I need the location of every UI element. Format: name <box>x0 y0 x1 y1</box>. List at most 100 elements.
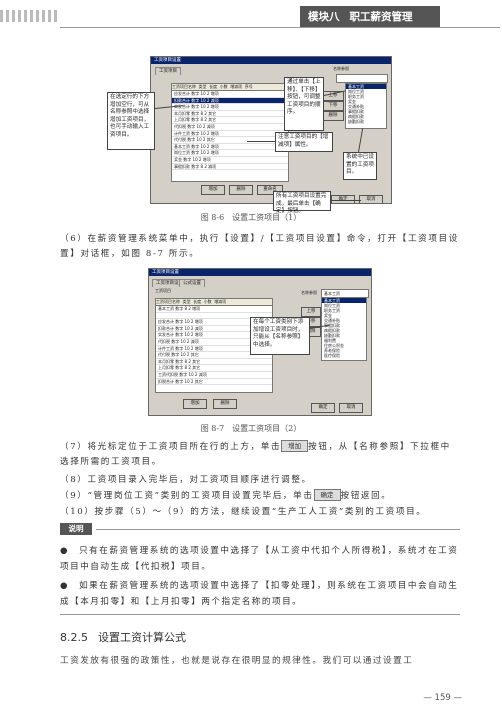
list-item[interactable]: 养老保险 <box>324 348 340 353</box>
tab-salary-items[interactable]: 工资项目 <box>155 67 181 75</box>
group-label: 工资项目 <box>155 288 171 293</box>
callout-arrow <box>247 141 275 142</box>
figure-8-7-screenshot: 工资项目设置 工资项目设置 公式设置 工资项目 工资项目名称 类型 长度 小数 … <box>148 268 372 416</box>
callout-click-ok: 所有工资项目设置完成，最后单击【确定】按钮。 <box>273 191 331 214</box>
table-row[interactable]: 应发合计 数字 10 2 增项 <box>156 319 272 326</box>
move-down-button[interactable]: 下移 <box>322 101 344 111</box>
salary-item-table[interactable]: 应发合计 数字 10 2 增项扣款合计 数字 10 2 减项实发合计 数字 10… <box>171 90 289 182</box>
table-row[interactable]: 基本工资 数字 10 2 增项 <box>172 144 288 151</box>
table-row[interactable]: 工资代扣税 数字 10 2 减项 <box>156 372 272 379</box>
ok-button[interactable]: 确定 <box>331 195 355 203</box>
table-row[interactable]: 本月扣零 数字 8 2 其它 <box>156 359 272 366</box>
name-reference-label: 名称参照 <box>333 66 349 71</box>
list-item[interactable]: 医疗保险 <box>324 353 340 358</box>
table-row[interactable]: 应发合计 数字 10 2 增项 <box>172 91 288 98</box>
name-reference-combo[interactable] <box>336 74 388 83</box>
note-item: ● 只有在薪资管理系统的选项设置中选择了【从工资中代扣个人所得税】，系统才在工资… <box>60 546 459 572</box>
col-header: 序号 <box>244 84 253 89</box>
list-item[interactable]: 基本工资 <box>322 298 366 303</box>
list-item[interactable]: 住房公积金 <box>324 343 344 348</box>
step-7-text: 按钮，从【名称参照】下拉框中选择所需的工资项目。 <box>60 442 451 467</box>
header-decoration <box>0 10 60 22</box>
paragraph-step-10: （10）按步骤（5）～（9）的方法，继续设置“生产工人工资”类别的工资项目。 <box>60 507 427 517</box>
add-button[interactable]: 增加 <box>201 185 225 195</box>
table-row[interactable]: 代付税 数字 10 2 其它 <box>172 137 288 144</box>
table-row[interactable]: 计件工资 数字 10 2 增项 <box>156 346 272 353</box>
table-row[interactable]: 上月扣零 数字 8 2 其它 <box>156 365 272 372</box>
table-row[interactable]: 上月扣零 数字 8 2 其它 <box>172 117 288 124</box>
table-row[interactable]: 代付税 数字 10 2 其它 <box>156 352 272 359</box>
list-item[interactable]: 事假扣款 <box>324 323 340 328</box>
body-paragraph: 工资发放有很强的政策性，也就是说存在很明显的规律性。我们可以通过设置工 <box>60 656 414 666</box>
list-item[interactable]: 缺勤扣款 <box>348 119 364 124</box>
list-item[interactable]: 缺勤扣款 <box>324 333 340 338</box>
list-item[interactable]: 职务工资 <box>324 308 340 313</box>
list-item[interactable]: 职务工资 <box>348 94 364 99</box>
note-rule <box>96 529 460 530</box>
inline-add-button: 增加 <box>281 440 309 452</box>
note-rule <box>60 614 460 615</box>
col-header: 小数 <box>219 84 228 89</box>
table-row[interactable]: 实发合计 数字 10 2 增项 <box>156 332 272 339</box>
col-header: 长度 <box>193 299 202 304</box>
add-button[interactable]: 增加 <box>183 399 207 409</box>
col-header: 增减项 <box>214 299 227 304</box>
tab-formula-settings[interactable]: 公式设置 <box>179 279 205 287</box>
note-item: ● 如果在薪资管理系统的选项设置中选择了【扣零处理】，则系统在工资项目中会自动生… <box>60 581 459 607</box>
table-row[interactable]: 计件工资 数字 10 2 增项 <box>172 131 288 138</box>
cancel-button[interactable]: 取消 <box>359 195 383 203</box>
header-title: 模块八职工薪资管理 <box>300 6 440 28</box>
callout-add-row: 在选定行的下方增加空行，可从名称参照中选择增加工资项目，也可手动输入工资项目。 <box>107 92 155 150</box>
table-row[interactable]: 本月扣零 数字 8 2 其它 <box>172 111 288 118</box>
step-9-text: （9）“管理岗位工资”类别的工资项目设置完毕后，单击 <box>60 491 314 501</box>
header-rule <box>60 27 500 28</box>
list-item[interactable]: 交通补贴 <box>324 318 340 323</box>
list-item[interactable]: 岗位工资 <box>348 89 364 94</box>
table-row[interactable] <box>156 313 272 320</box>
delete-button[interactable]: 删除 <box>229 185 253 195</box>
table-row[interactable]: 事假扣款 数字 8 2 减项 <box>172 164 288 171</box>
list-item[interactable]: 交通补贴 <box>348 104 364 109</box>
list-item[interactable]: 病假扣款 <box>324 328 340 333</box>
window-title: 工资项目设置 <box>149 269 371 276</box>
section-title: 设置工资计算公式 <box>98 631 186 644</box>
name-reference-list[interactable]: 基本工资岗位工资职务工资奖金交通补贴事假扣款病假扣款缺勤扣款 <box>345 83 387 129</box>
callout-move-order: 通过单击【上移】、【下移】按钮，可调整工资项目的顺序。 <box>284 77 324 131</box>
list-item[interactable]: 岗位工资 <box>324 303 340 308</box>
list-item[interactable]: 奖金 <box>324 313 332 318</box>
table-row[interactable]: 实发合计 数字 10 2 增项 <box>172 104 288 111</box>
col-header: 长度 <box>209 84 218 89</box>
paragraph-step-9: （9）“管理岗位工资”类别的工资项目设置完毕后，单击确定按钮返回。 <box>60 489 460 504</box>
table-row[interactable]: 代扣税 数字 10 2 减项 <box>172 124 288 131</box>
list-item[interactable]: 奖金 <box>348 99 356 104</box>
list-item[interactable]: 基本工资 <box>346 84 386 89</box>
table-row[interactable]: 基本工资 数字 8 2 增项 <box>156 306 272 313</box>
chapter-label: 模块八 <box>308 11 340 23</box>
figure-8-6-screenshot: 工资项目设置 工资项目 工资项目名称 类型 长度 小数 增减项 序号 应发合计 … <box>150 56 392 204</box>
step-7-text: （7）将光标定位于工资项目所在行的上方，单击 <box>60 442 282 452</box>
table-row[interactable]: 奖金 数字 10 2 增项 <box>172 157 288 164</box>
list-item[interactable]: 事假扣款 <box>348 109 364 114</box>
note-box: 说明 ● 只有在薪资管理系统的选项设置中选择了【从工资中代扣个人所得税】，系统才… <box>60 523 460 615</box>
chapter-title: 职工薪资管理 <box>349 11 413 23</box>
table-row[interactable]: 扣款合计 数字 10 2 减项 <box>172 97 288 105</box>
name-reference-list[interactable]: 基本工资岗位工资职务工资奖金交通补贴事假扣款病假扣款缺勤扣款福利费住房公积金养老… <box>321 297 367 361</box>
move-up-button[interactable]: 上移 <box>301 307 321 317</box>
window-title: 工资项目设置 <box>151 57 391 64</box>
delete-side-button[interactable]: 删除 <box>322 111 344 121</box>
table-row[interactable]: 岗位工资 数字 10 2 增项 <box>172 150 288 157</box>
list-item[interactable]: 福利费 <box>324 338 336 343</box>
note-title: 说明 <box>60 523 92 535</box>
list-item[interactable]: 病假扣款 <box>348 114 364 119</box>
table-row[interactable]: 扣税合计 数字 10 2 其它 <box>156 379 272 386</box>
section-number: 8.2.5 <box>60 631 88 644</box>
delete-button[interactable]: 删除 <box>213 399 237 409</box>
col-header: 类型 <box>182 299 191 304</box>
rename-button[interactable]: 重命名 <box>257 185 283 195</box>
ok-button[interactable]: 确定 <box>311 403 335 413</box>
table-row[interactable]: 代扣税 数字 10 2 减项 <box>156 339 272 346</box>
cancel-button[interactable]: 取消 <box>339 403 363 413</box>
table-row[interactable]: 扣款合计 数字 10 2 减项 <box>156 326 272 333</box>
page-number: — 159 — <box>423 693 462 703</box>
col-header: 工资项目名称 <box>172 84 196 89</box>
